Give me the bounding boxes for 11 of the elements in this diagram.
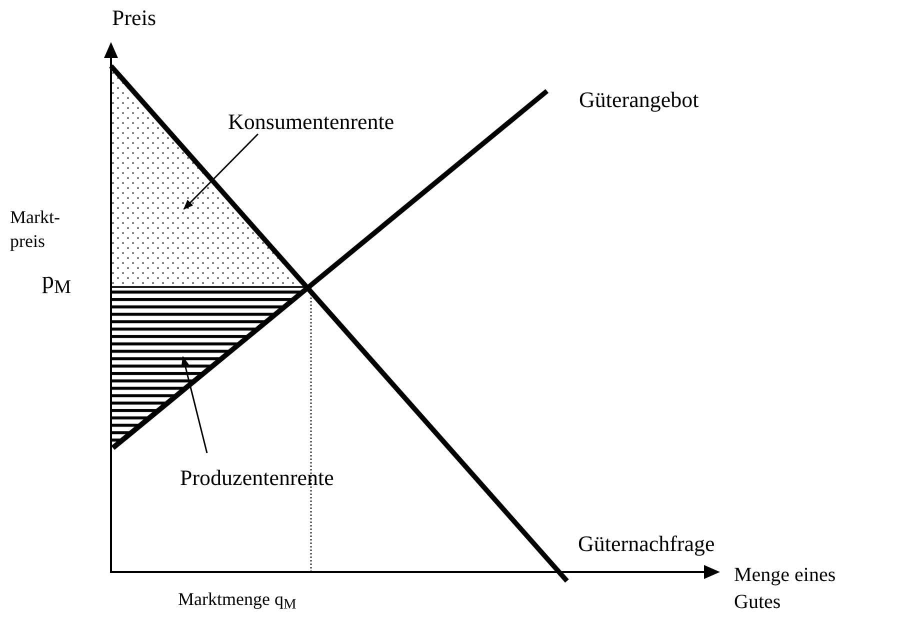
leader-arrow: [181, 356, 208, 454]
axis-title: Menge eines Gutes: [734, 563, 837, 615]
curve-label: Güterangebot: [579, 88, 699, 112]
axis-title: Preis: [112, 6, 156, 30]
axis-label: Markt- preis: [10, 206, 61, 254]
quantity-label: Marktmenge q$_{M}$: [178, 590, 296, 614]
leader-arrow: [183, 133, 259, 210]
area-label: Konsumentenrente: [228, 110, 394, 134]
price-label: p$_{M}$: [42, 268, 72, 298]
curve-label: Güternachfrage: [578, 532, 715, 556]
area-label: Produzentenrente: [180, 466, 334, 490]
